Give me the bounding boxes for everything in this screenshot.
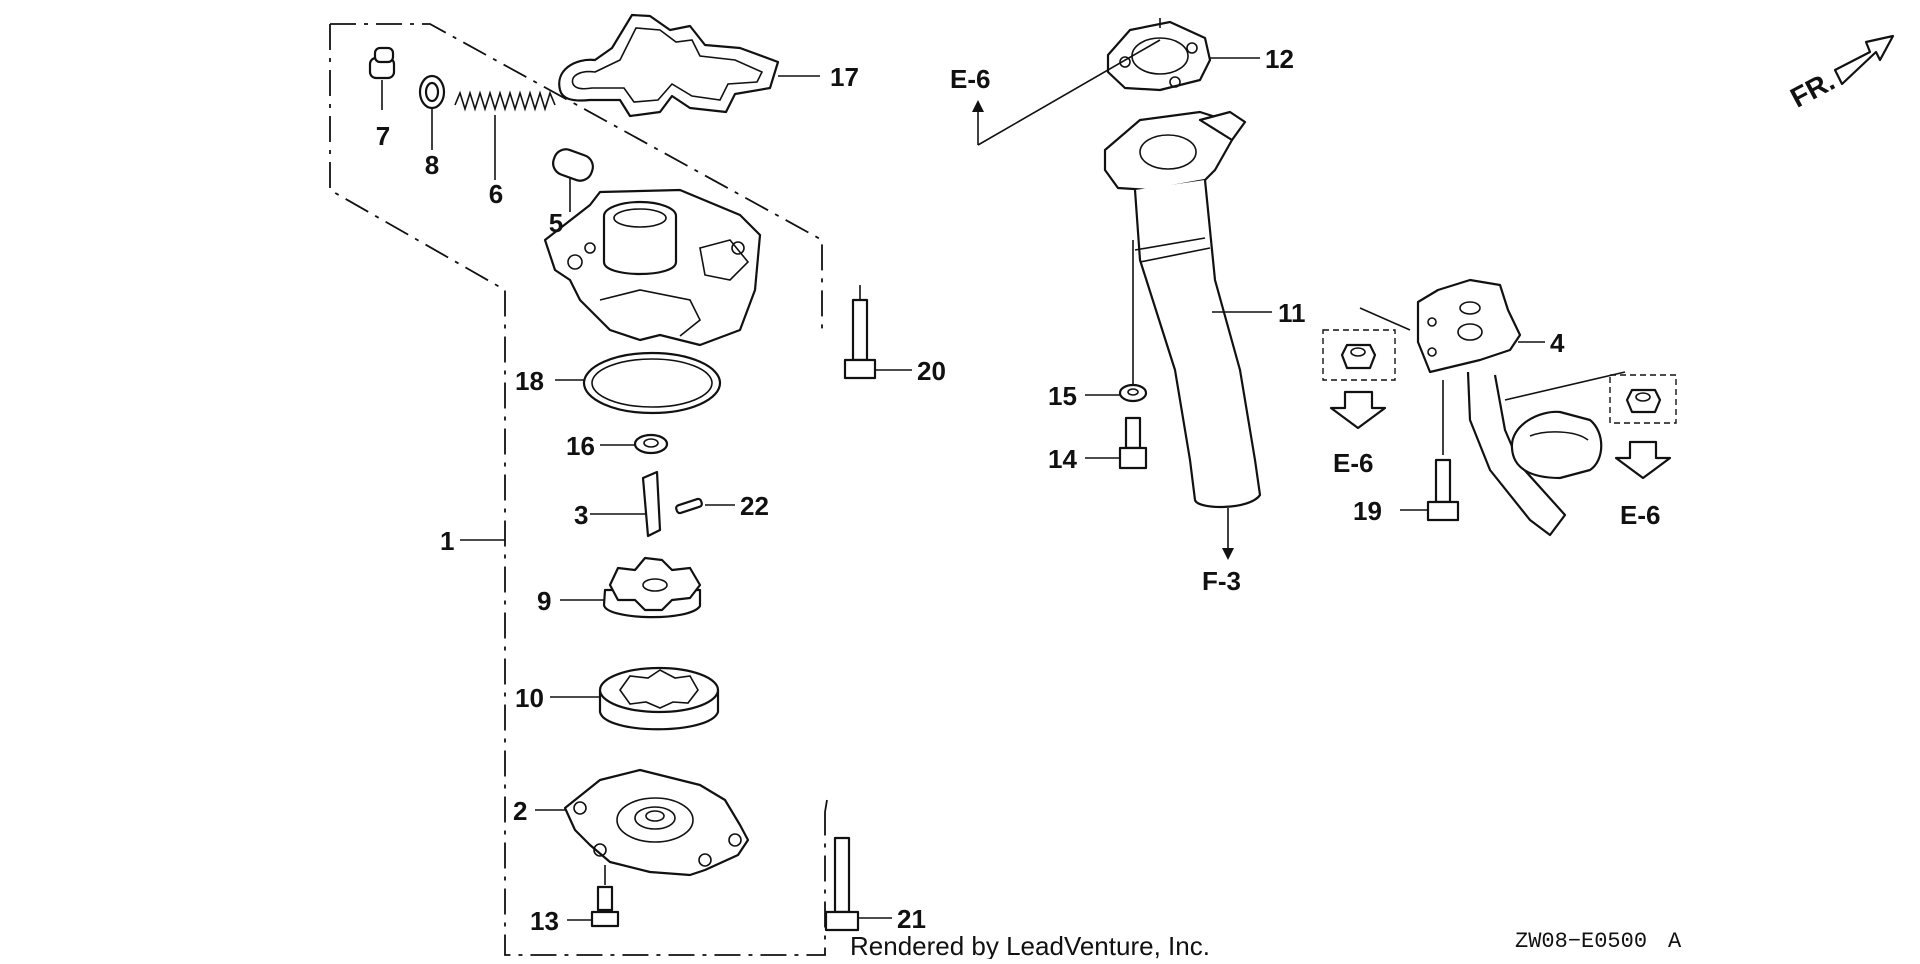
- pump-housing: [543, 188, 762, 347]
- pump-cover-2: [535, 768, 750, 877]
- seal-16: [600, 433, 669, 455]
- pin-22: [675, 497, 735, 515]
- spring-6: [454, 90, 556, 180]
- gasket-17: [558, 13, 820, 118]
- inner-rotor-9: [560, 556, 702, 619]
- oil-strainer-4: [1359, 278, 1626, 537]
- callout-7: 7: [376, 121, 390, 151]
- front-direction-label: FR.: [1785, 65, 1839, 114]
- bolt-21: [824, 836, 892, 932]
- drawing-code: ZW08−E0500: [1515, 929, 1647, 954]
- callout-14: 14: [1048, 444, 1077, 474]
- callout-12: 12: [1265, 44, 1294, 74]
- callout-4: 4: [1550, 328, 1565, 358]
- ref-arrow-e6-top: [972, 100, 984, 145]
- callout-11: 11: [1278, 298, 1306, 328]
- callout-3: 3: [574, 500, 588, 530]
- ref-arrow-f3: [1222, 548, 1234, 560]
- callout-2: 2: [513, 796, 527, 826]
- ref-e6-top[interactable]: E-6: [950, 64, 990, 94]
- callout-20: 20: [917, 356, 946, 386]
- assembly-outline: [329, 23, 828, 956]
- callout-16: 16: [566, 431, 595, 461]
- o-ring-18: [555, 351, 722, 415]
- callout-17: 17: [830, 62, 859, 92]
- callout-21: 21: [897, 904, 926, 934]
- washer-8: [418, 74, 446, 150]
- arrow-down-left: [1329, 390, 1387, 430]
- gasket-12: [977, 18, 1260, 146]
- bolt-20: [843, 285, 912, 380]
- callout-5: 5: [549, 208, 563, 238]
- callout-9: 9: [537, 586, 551, 616]
- callout-19: 19: [1353, 496, 1382, 526]
- callout-18: 18: [515, 366, 544, 396]
- drawing-revision: A: [1668, 929, 1682, 954]
- ref-e6-right[interactable]: E-6: [1620, 500, 1660, 530]
- callout-15: 15: [1048, 381, 1077, 411]
- credit-text: Rendered by LeadVenture, Inc.: [850, 931, 1210, 959]
- callout-8: 8: [425, 150, 439, 180]
- relief-valve-5: [552, 148, 594, 212]
- nut-box-left: [1322, 329, 1396, 430]
- callout-10: 10: [515, 683, 544, 713]
- washer-15: [1085, 240, 1148, 403]
- outer-rotor-10: [550, 666, 720, 731]
- callout-1: 1: [440, 526, 454, 556]
- arrow-down-right: [1614, 440, 1672, 480]
- ref-f3[interactable]: F-3: [1202, 566, 1241, 596]
- bolt-14: [1085, 416, 1148, 470]
- plug-7: [368, 46, 396, 110]
- nut-box-right: [1609, 374, 1677, 480]
- ref-e6-left[interactable]: E-6: [1333, 448, 1373, 478]
- callout-6: 6: [489, 179, 503, 209]
- shaft-3: [590, 470, 662, 538]
- bolt-13: [567, 865, 620, 928]
- front-direction-arrow: [1833, 34, 1895, 86]
- callout-22: 22: [740, 491, 769, 521]
- bolt-19: [1400, 458, 1460, 522]
- pipe-11: [1103, 110, 1272, 550]
- callout-13: 13: [530, 906, 559, 936]
